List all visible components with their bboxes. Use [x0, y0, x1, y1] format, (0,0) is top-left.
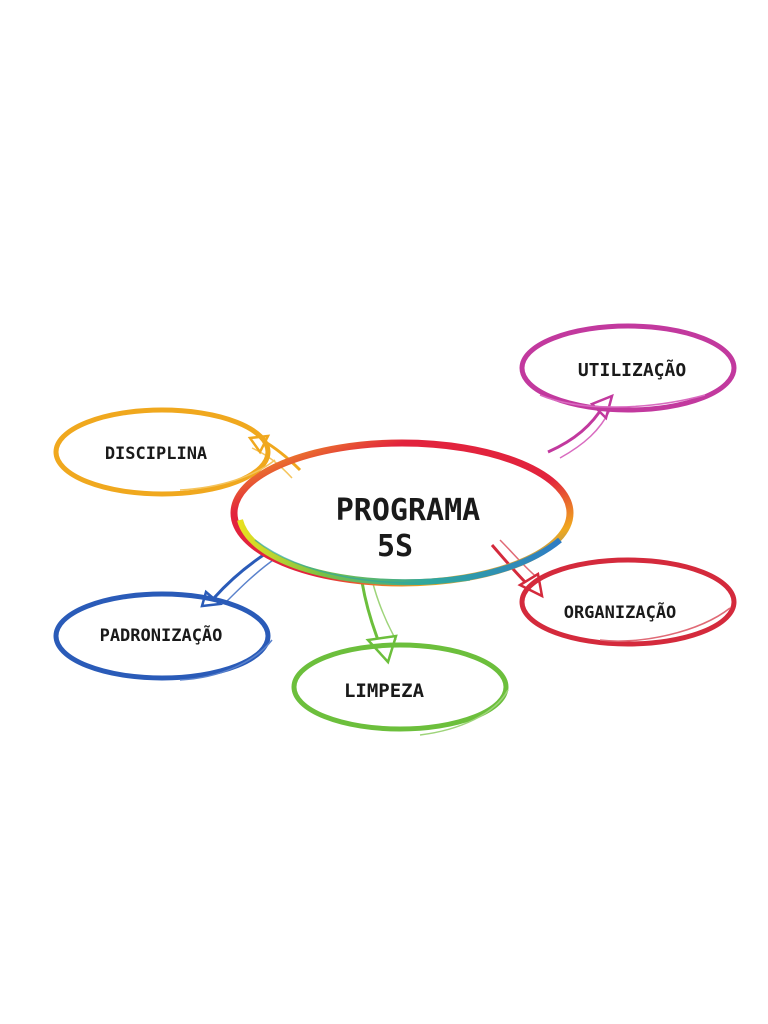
- node-disciplina: DISCIPLINA: [53, 407, 276, 497]
- node-limpeza: LIMPEZA: [291, 642, 509, 736]
- node-label-organizacao: ORGANIZAÇÃO: [564, 600, 677, 623]
- center-node: PROGRAMA 5S: [230, 439, 574, 587]
- node-label-utilizacao: UTILIZAÇÃO: [578, 358, 687, 381]
- node-organizacao: ORGANIZAÇÃO: [519, 557, 737, 647]
- node-label-padronizacao: PADRONIZAÇÃO: [100, 623, 223, 646]
- node-label-limpeza: LIMPEZA: [344, 680, 425, 702]
- node-label-disciplina: DISCIPLINA: [105, 444, 207, 464]
- node-utilizacao: UTILIZAÇÃO: [519, 323, 737, 413]
- node-padronizacao: PADRONIZAÇÃO: [53, 591, 273, 681]
- arrow-to-limpeza: [360, 579, 398, 665]
- center-title-line2: 5S: [377, 529, 413, 564]
- center-title-line1: PROGRAMA: [336, 493, 481, 528]
